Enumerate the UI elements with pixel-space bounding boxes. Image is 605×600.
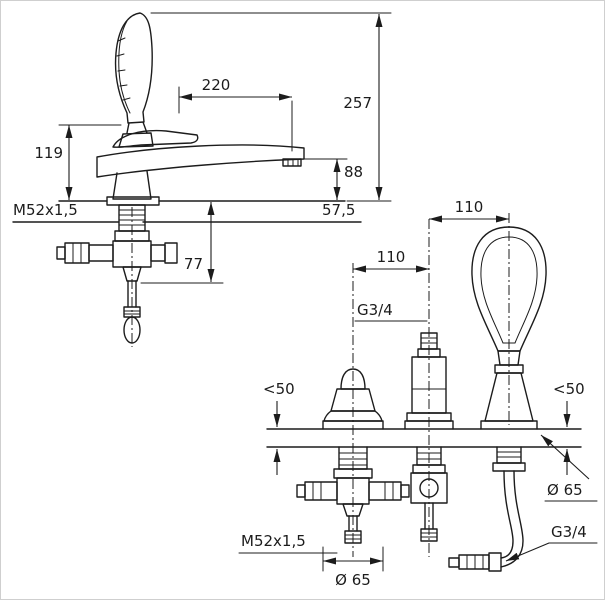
shower-holder-side [118,132,154,148]
max50-right-label: <50 [553,380,585,398]
dim-88-label: 88 [344,163,363,181]
hand-shower-side [114,12,153,134]
label-g34-bottom: G3/4 [505,523,598,562]
faucet-body-side [96,129,305,206]
front-view: 110 110 G3/4 <50 <50 Ø 65 G3/4 [238,198,598,589]
g34-bottom-label: G3/4 [551,523,587,541]
label-g34-top: G3/4 [354,301,428,322]
dim-110-left: 110 [353,248,429,273]
dim-257-label: 257 [343,94,372,112]
dim-dia65-bottom: Ø 65 [322,546,384,589]
dim-220: 220 [178,76,293,152]
dim-77: 77 [140,202,224,284]
deck-front [266,428,582,448]
dia65-bottom-label: Ø 65 [335,571,371,589]
under-deck-valve-side [56,204,178,344]
dia65-right-label: Ø 65 [547,481,583,499]
dim-110-left-label: 110 [377,248,406,266]
dim-257: 257 [150,12,392,202]
dim-57-5: 57,5 [322,201,355,219]
diverter-unit-front [404,332,454,542]
deck-side [12,200,362,223]
hand-shower-front [448,226,547,572]
dim-110-right-label: 110 [455,198,484,216]
dim-max50-left: <50 [263,380,295,475]
dim-88: 88 [302,158,363,200]
lever-handle-unit-front [296,368,410,544]
label-m52-front: M52x1,5 [238,532,338,554]
side-view: 220 257 119 88 57,5 77 M52x1,5 [12,12,392,347]
dim-220-label: 220 [202,76,231,94]
dim-57-5-label: 57,5 [322,201,355,219]
thread-label-m52-side: M52x1,5 [13,201,78,219]
dim-max50-right: <50 [553,380,585,475]
dim-77-label: 77 [184,255,203,273]
label-dia65-right: Ø 65 [540,434,598,502]
m52-front-label: M52x1,5 [241,532,306,550]
g34-top-label: G3/4 [357,301,393,319]
m52-side-label: M52x1,5 [13,201,78,219]
max50-left-label: <50 [263,380,295,398]
dim-110-right: 110 [429,198,509,223]
dim-119: 119 [34,124,122,200]
dim-119-label: 119 [34,144,63,162]
